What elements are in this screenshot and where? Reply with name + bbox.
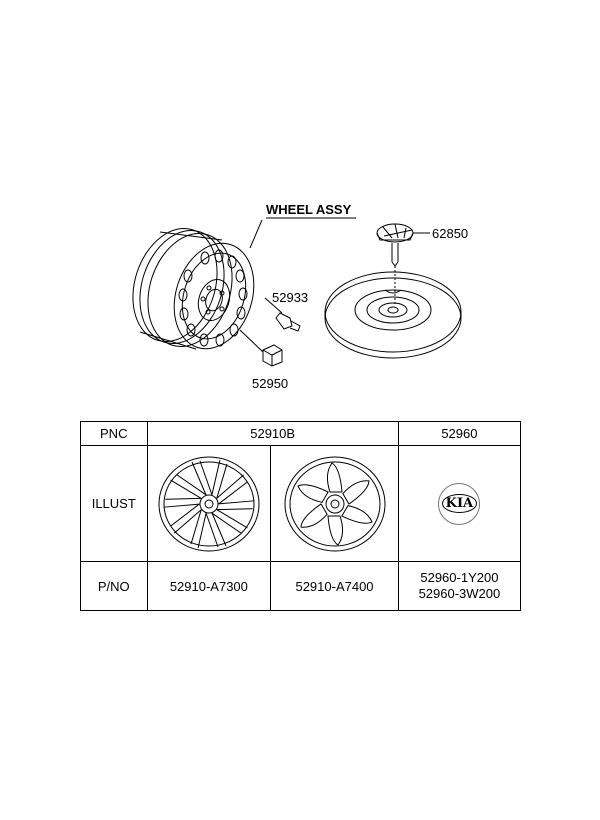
nut-part-number: 52950 — [252, 376, 289, 391]
wheel-a-part-number: 52910-A7300 — [146, 561, 272, 611]
tire-icon — [324, 271, 462, 359]
alloy-wheel-a-icon — [158, 456, 260, 551]
table-row-illust: ILLUST — [80, 445, 522, 562]
wheel-pnc-header: 52910B — [146, 421, 399, 446]
table-row-pno: P/NO 52910-A7300 52910-A7400 52960-1Y200… — [80, 561, 522, 611]
emblem-text: KIA — [441, 494, 478, 513]
wheel-a-illust — [146, 445, 272, 562]
pnc-header: PNC — [80, 421, 148, 446]
wheel-assy-leader — [249, 219, 263, 249]
valve-part-number: 52933 — [272, 290, 309, 305]
cap-part-number: 62850 — [432, 226, 469, 241]
valve-stem-icon — [264, 297, 301, 332]
emblem-pnc-header: 52960 — [397, 421, 522, 446]
emblem-part-number-1: 52960-1Y200 — [420, 570, 499, 585]
wheel-diagram: WHEEL ASSY 62850 52933 52950 — [132, 202, 469, 391]
wheel-b-illust — [270, 445, 399, 562]
illust-label: ILLUST — [80, 445, 148, 562]
emblem-part-number-2: 52960-3W200 — [418, 586, 501, 601]
wheel-assy-label: WHEEL ASSY — [266, 202, 352, 217]
emblem-illust: KIA — [397, 445, 522, 562]
pno-label: P/NO — [80, 561, 148, 611]
emblem-part-numbers: 52960-1Y200 52960-3W200 — [397, 561, 522, 611]
diagram-drawing — [132, 217, 462, 367]
lug-nut-icon — [239, 329, 283, 367]
wheel-b-part-number: 52910-A7400 — [270, 561, 399, 611]
steel-wheel-icon — [132, 227, 255, 350]
parts-table: PNC 52910B 52960 ILLUST — [80, 421, 522, 611]
table-row-header: PNC 52910B 52960 — [80, 421, 522, 446]
kia-emblem-icon: KIA — [438, 482, 481, 525]
alloy-wheel-b-icon — [284, 456, 385, 551]
wheel-cap-icon — [376, 223, 430, 305]
